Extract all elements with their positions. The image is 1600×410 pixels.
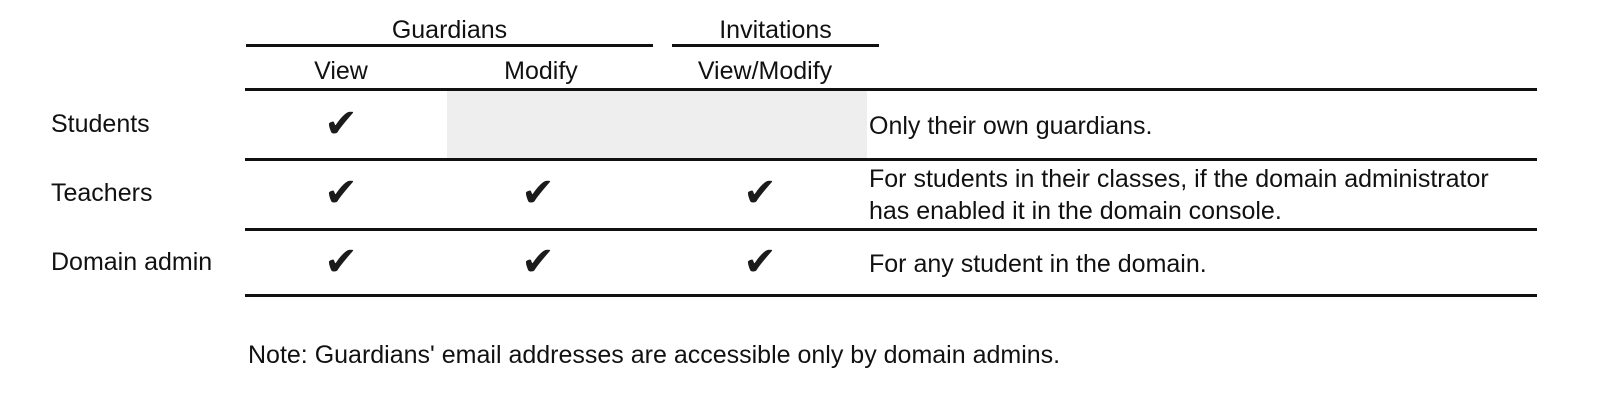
table-row-rule-after-students <box>245 158 1537 161</box>
column-group-rule-invitations <box>672 44 879 47</box>
table-row-rule-after-teachers <box>245 228 1537 231</box>
table-cell-shaded-students-modify-invitations <box>447 91 867 158</box>
cell-notes-teachers: For students in their classes, if the do… <box>869 163 1529 227</box>
row-header-domain-admin: Domain admin <box>51 248 213 276</box>
cell-check-teachers-guardians-view: ✔ <box>324 170 358 216</box>
cell-check-students-guardians-view: ✔ <box>324 101 358 147</box>
cell-check-teachers-guardians-modify: ✔ <box>521 170 555 216</box>
row-header-students: Students <box>51 110 150 138</box>
cell-notes-students: Only their own guardians. <box>869 112 1153 140</box>
table-top-rule <box>245 88 1537 91</box>
column-header-guardians-view: View <box>314 57 368 85</box>
column-group-rule-guardians <box>246 44 653 47</box>
cell-notes-teachers-line1: For students in their classes, if the do… <box>869 165 1489 193</box>
table-bottom-rule <box>245 294 1537 297</box>
cell-notes-teachers-line2: has enabled it in the domain console. <box>869 197 1282 225</box>
cell-check-domain-admin-guardians-view: ✔ <box>324 239 358 285</box>
table-footnote: Note: Guardians' email addresses are acc… <box>248 341 1061 369</box>
row-header-teachers: Teachers <box>51 179 153 207</box>
column-group-header-guardians: Guardians <box>391 16 508 44</box>
cell-check-domain-admin-invitations-view-modify: ✔ <box>743 239 777 285</box>
cell-check-domain-admin-guardians-modify: ✔ <box>521 239 555 285</box>
column-group-header-invitations: Invitations <box>719 16 832 44</box>
column-header-invitations-view-modify: View/Modify <box>697 57 833 85</box>
column-header-guardians-modify: Modify <box>504 57 578 85</box>
cell-check-teachers-invitations-view-modify: ✔ <box>743 170 777 216</box>
cell-notes-domain-admin: For any student in the domain. <box>869 250 1207 278</box>
